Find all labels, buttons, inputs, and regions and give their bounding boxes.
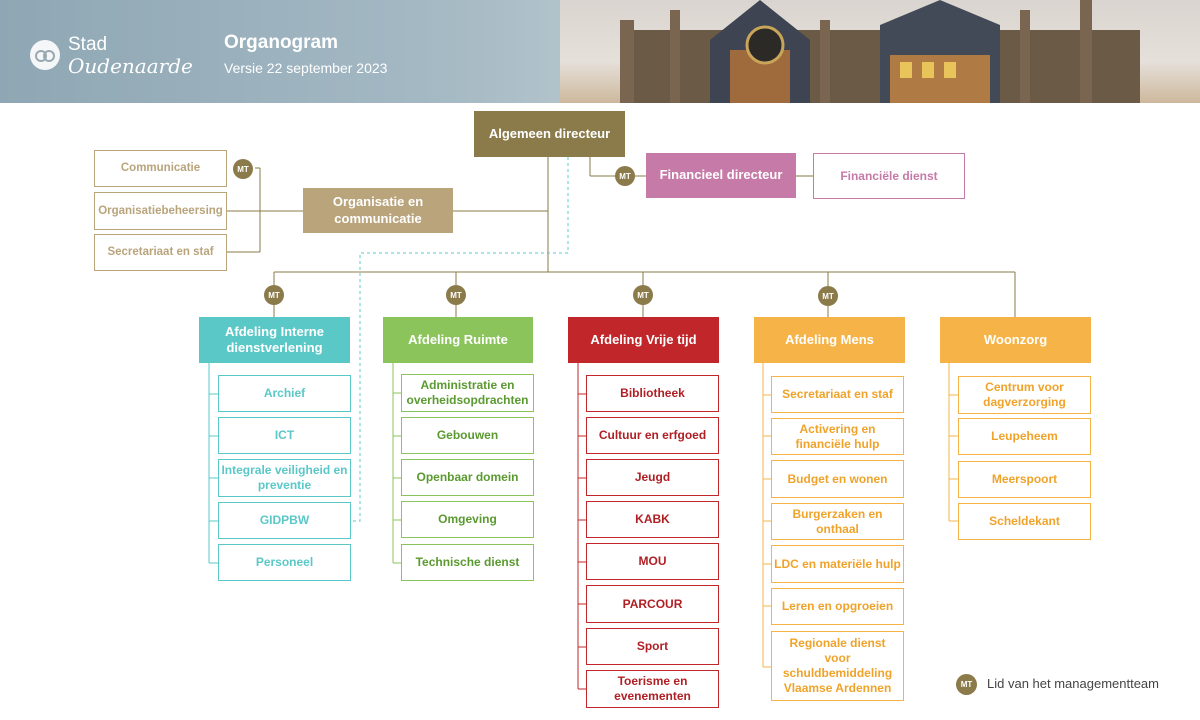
financial-service-box: Financiële dienst — [813, 153, 965, 199]
unit-box: Administratie en overheidsopdrachten — [401, 374, 534, 412]
unit-box: GIDPBW — [218, 502, 351, 539]
general-director-box: Algemeen directeur — [474, 111, 625, 157]
unit-box: Personeel — [218, 544, 351, 581]
legend-text: Lid van het managementteam — [987, 676, 1159, 691]
dept-mens: Afdeling Mens — [754, 317, 905, 363]
unit-box: Technische dienst — [401, 544, 534, 581]
unit-box: Integrale veiligheid en preventie — [218, 459, 351, 497]
unit-box: Sport — [586, 628, 719, 665]
logo-icon — [30, 40, 60, 70]
dept-vrije-tijd: Afdeling Vrije tijd — [568, 317, 719, 363]
unit-box: Toerisme en evenementen — [586, 670, 719, 708]
org-comm-box: Organisatie en communicatie — [303, 188, 453, 233]
dept-interne-dienstverlening: Afdeling Interne dienstverlening — [199, 317, 350, 363]
unit-box: Leupeheem — [958, 418, 1091, 455]
mt-badge-icon: MT — [264, 285, 284, 305]
unit-box: MOU — [586, 543, 719, 580]
mt-badge-icon: MT — [615, 166, 635, 186]
unit-box: ICT — [218, 417, 351, 454]
unit-box: Secretariaat en staf — [771, 376, 904, 413]
unit-box: KABK — [586, 501, 719, 538]
dept-ruimte: Afdeling Ruimte — [383, 317, 533, 363]
unit-box: Budget en wonen — [771, 460, 904, 498]
town-hall-illustration — [620, 0, 1140, 103]
unit-box: Omgeving — [401, 501, 534, 538]
unit-box: Activering en financiële hulp — [771, 418, 904, 455]
unit-box: Scheldekant — [958, 503, 1091, 540]
legend-mt-badge-icon: MT — [956, 674, 977, 695]
financial-director-box: Financieel directeur — [646, 153, 796, 198]
unit-box: Leren en opgroeien — [771, 588, 904, 625]
mt-badge-icon: MT — [818, 286, 838, 306]
header-banner: Stad Oudenaarde Organogram Versie 22 sep… — [0, 0, 1200, 103]
unit-box: Archief — [218, 375, 351, 412]
mt-badge-icon: MT — [446, 285, 466, 305]
dept-woonzorg: Woonzorg — [940, 317, 1091, 363]
unit-box: Jeugd — [586, 459, 719, 496]
staff-unit-secretariaat: Secretariaat en staf — [94, 234, 227, 271]
staff-unit-organisatiebeheersing: Organisatiebeheersing — [94, 192, 227, 230]
mt-badge-icon: MT — [233, 159, 253, 179]
unit-box: Cultuur en erfgoed — [586, 417, 719, 454]
unit-box: Centrum voor dagverzorging — [958, 376, 1091, 414]
city-name-line2: Oudenaarde — [68, 54, 193, 78]
unit-box: Bibliotheek — [586, 375, 719, 412]
city-name-line1: Stad — [68, 34, 108, 55]
unit-box: Regionale dienst voor schuldbemiddeling … — [771, 631, 904, 701]
page-subtitle: Versie 22 september 2023 — [224, 60, 388, 76]
unit-box: Meerspoort — [958, 461, 1091, 498]
unit-box: PARCOUR — [586, 585, 719, 623]
staff-unit-communicatie: Communicatie — [94, 150, 227, 187]
unit-box: Openbaar domein — [401, 459, 534, 496]
unit-box: Gebouwen — [401, 417, 534, 454]
page-title: Organogram — [224, 32, 339, 53]
unit-box: LDC en materiële hulp — [771, 545, 904, 583]
mt-badge-icon: MT — [633, 285, 653, 305]
unit-box: Burgerzaken en onthaal — [771, 503, 904, 540]
